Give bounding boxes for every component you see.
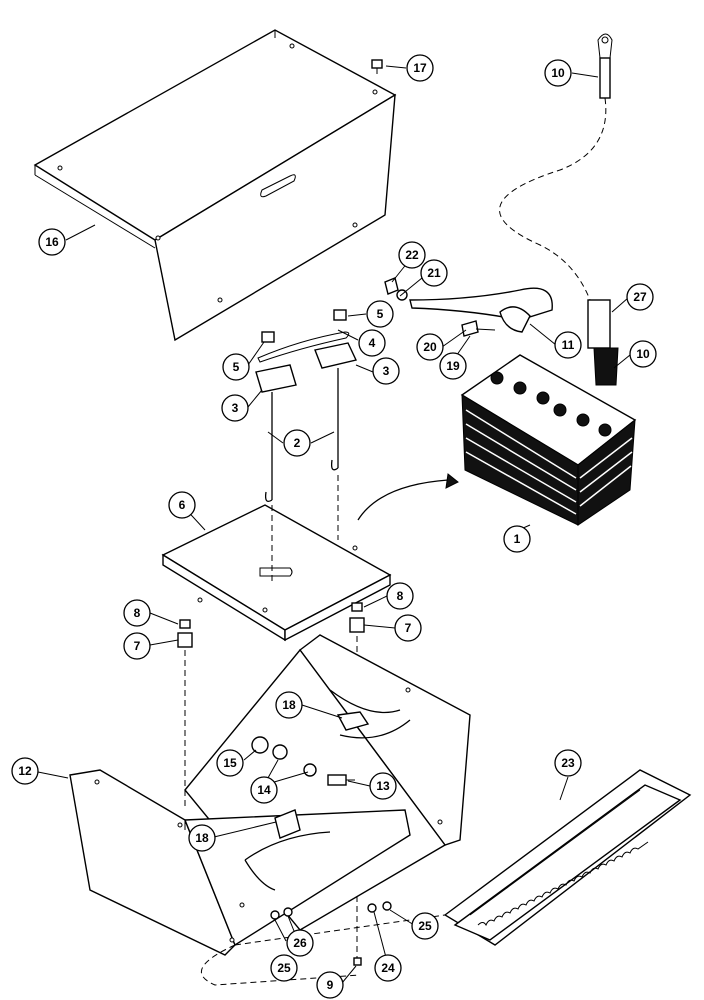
svg-text:10: 10 (636, 347, 650, 361)
svg-text:5: 5 (377, 307, 384, 321)
svg-text:1: 1 (514, 532, 521, 546)
callout-9: 9 (316, 971, 344, 999)
callout-17: 17 (406, 54, 434, 82)
hardware-parts (251, 711, 370, 839)
callout-25-right: 25 (411, 912, 439, 940)
callout-19: 19 (439, 352, 467, 380)
callout-3-left: 3 (221, 394, 249, 422)
svg-text:21: 21 (427, 266, 441, 280)
svg-text:22: 22 (405, 248, 419, 262)
washer-parts (270, 901, 392, 966)
callout-4: 4 (358, 329, 386, 357)
callout-11: 11 (554, 331, 582, 359)
svg-text:26: 26 (293, 936, 307, 950)
svg-text:24: 24 (381, 961, 395, 975)
svg-text:25: 25 (418, 919, 432, 933)
callout-18-bottom: 18 (188, 824, 216, 852)
svg-text:10: 10 (551, 66, 565, 80)
svg-text:18: 18 (195, 831, 209, 845)
svg-text:3: 3 (232, 401, 239, 415)
svg-text:13: 13 (376, 779, 390, 793)
arrow-head-icon (445, 473, 459, 489)
svg-text:5: 5 (233, 360, 240, 374)
svg-text:12: 12 (18, 764, 32, 778)
battery-part (460, 354, 637, 526)
callout-24: 24 (374, 954, 402, 982)
svg-text:25: 25 (277, 961, 291, 975)
battery-tray-part (161, 475, 392, 642)
callout-12: 12 (11, 757, 39, 785)
svg-text:17: 17 (413, 61, 427, 75)
callout-5-left: 5 (222, 353, 250, 381)
svg-text:27: 27 (633, 290, 647, 304)
svg-text:15: 15 (223, 756, 237, 770)
svg-text:20: 20 (423, 340, 437, 354)
svg-text:11: 11 (562, 338, 575, 352)
svg-text:23: 23 (561, 756, 575, 770)
callout-8-right: 8 (386, 582, 414, 610)
svg-text:7: 7 (134, 639, 141, 653)
callout-13: 13 (369, 772, 397, 800)
callout-8-left: 8 (123, 599, 151, 627)
svg-text:8: 8 (397, 589, 404, 603)
callout-16: 16 (38, 228, 66, 256)
svg-text:18: 18 (282, 698, 296, 712)
battery-cable-part (384, 277, 553, 337)
svg-text:3: 3 (383, 364, 390, 378)
callout-21: 21 (420, 259, 448, 287)
callout-5-right: 5 (366, 300, 394, 328)
svg-text:19: 19 (446, 359, 460, 373)
svg-text:2: 2 (294, 436, 301, 450)
callout-10-bottom: 10 (629, 340, 657, 368)
assembly-arrow (357, 479, 449, 521)
cover-part (33, 29, 397, 342)
callout-18-top: 18 (275, 691, 303, 719)
callout-22: 22 (398, 241, 426, 269)
svg-text:9: 9 (327, 978, 334, 992)
svg-text:14: 14 (257, 783, 271, 797)
leader-lines (37, 65, 631, 984)
callout-27: 27 (626, 283, 654, 311)
callout-3-right: 3 (372, 357, 400, 385)
callout-2: 2 (283, 429, 311, 457)
svg-text:6: 6 (179, 498, 186, 512)
svg-text:16: 16 (45, 235, 59, 249)
step-part (201, 769, 692, 986)
callout-20: 20 (416, 333, 444, 361)
svg-text:8: 8 (134, 606, 141, 620)
callout-15: 15 (216, 749, 244, 777)
callout-25-left: 25 (270, 954, 298, 982)
callout-10-top: 10 (544, 59, 572, 87)
svg-text:4: 4 (369, 336, 376, 350)
callout-1: 1 (503, 525, 531, 553)
callout-14: 14 (250, 776, 278, 804)
hold-down-parts (255, 309, 358, 503)
callout-23: 23 (554, 749, 582, 777)
screw-part (371, 59, 383, 74)
callout-7-left: 7 (123, 632, 151, 660)
callout-7-right: 7 (394, 614, 422, 642)
callout-6: 6 (168, 491, 196, 519)
callout-26: 26 (286, 929, 314, 957)
ground-cable-part (499, 33, 619, 386)
svg-text:7: 7 (405, 621, 412, 635)
front-wall-part (69, 769, 411, 956)
